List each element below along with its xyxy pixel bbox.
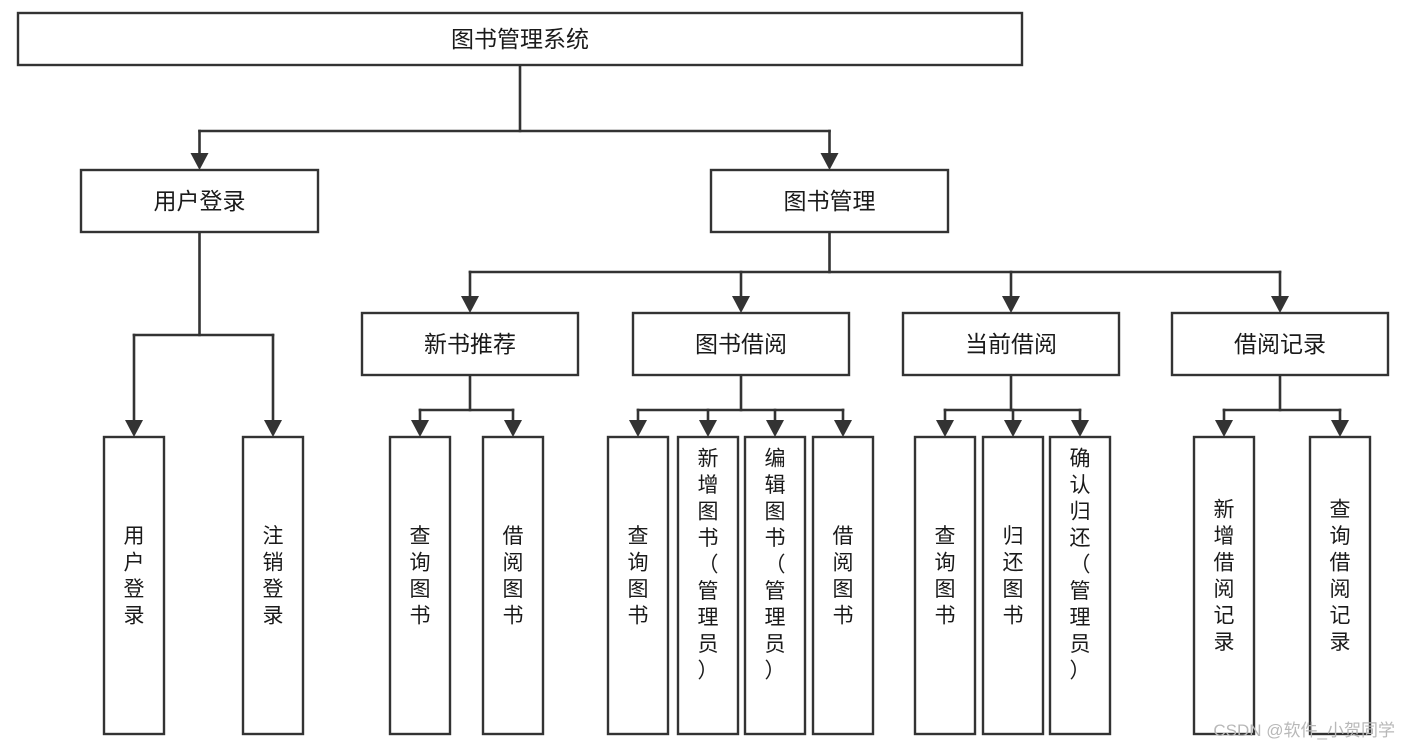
feature-node[interactable]: 归还图书 — [981, 435, 1045, 736]
submodule-node[interactable]: 当前借阅 — [901, 311, 1121, 377]
feature-label: 查询图书 — [410, 525, 431, 628]
feature-label: 借阅图书 — [833, 525, 854, 628]
feature-box[interactable] — [102, 435, 166, 736]
submodule-node[interactable]: 图书借阅 — [631, 311, 851, 377]
feature-node[interactable]: 查询图书 — [388, 435, 452, 736]
arrow-head-icon — [1271, 296, 1289, 313]
feature-box[interactable] — [811, 435, 875, 736]
submodule-label: 借阅记录 — [1234, 331, 1326, 357]
arrow-head-icon — [264, 420, 282, 437]
feature-node[interactable]: 新增图书（管理员） — [676, 435, 740, 736]
module-box[interactable] — [79, 168, 320, 234]
arrow-head-icon — [732, 296, 750, 313]
submodule-label: 图书借阅 — [695, 331, 787, 357]
feature-box[interactable] — [241, 435, 305, 736]
feature-label: 注销登录 — [263, 525, 284, 628]
module-box[interactable] — [709, 168, 950, 234]
feature-label: 借阅图书 — [503, 525, 524, 628]
arrow-head-icon — [1331, 420, 1349, 437]
feature-box[interactable] — [388, 435, 452, 736]
module-label: 用户登录 — [154, 188, 246, 214]
submodule-node[interactable]: 借阅记录 — [1170, 311, 1390, 377]
feature-node[interactable]: 注销登录 — [241, 435, 305, 736]
feature-node[interactable]: 查询图书 — [913, 435, 977, 736]
arrow-head-icon — [834, 420, 852, 437]
feature-label: 确认归还（管理员） — [1070, 448, 1091, 683]
submodule-box[interactable] — [1170, 311, 1390, 377]
feature-label: 查询借阅记录 — [1330, 499, 1351, 655]
module-node[interactable]: 用户登录 — [79, 168, 320, 234]
arrow-head-icon — [125, 420, 143, 437]
arrow-head-icon — [504, 420, 522, 437]
root-box[interactable] — [16, 11, 1024, 67]
submodule-box[interactable] — [631, 311, 851, 377]
arrow-head-icon — [936, 420, 954, 437]
feature-box[interactable] — [676, 435, 740, 736]
feature-box[interactable] — [606, 435, 670, 736]
arrow-head-icon — [461, 296, 479, 313]
submodule-label: 当前借阅 — [965, 331, 1057, 357]
feature-box[interactable] — [1308, 435, 1372, 736]
feature-node[interactable]: 借阅图书 — [811, 435, 875, 736]
feature-box[interactable] — [981, 435, 1045, 736]
submodule-label: 新书推荐 — [424, 331, 516, 357]
submodule-box[interactable] — [901, 311, 1121, 377]
feature-box[interactable] — [743, 435, 807, 736]
nodes-layer: 图书管理系统用户登录图书管理新书推荐图书借阅当前借阅借阅记录用户登录注销登录查询… — [16, 11, 1390, 736]
feature-box[interactable] — [481, 435, 545, 736]
feature-label: 新增借阅记录 — [1214, 499, 1235, 655]
feature-label: 编辑图书（管理员） — [765, 448, 786, 683]
feature-label: 查询图书 — [935, 525, 956, 628]
arrow-head-icon — [699, 420, 717, 437]
arrow-head-icon — [1071, 420, 1089, 437]
feature-label: 用户登录 — [124, 525, 145, 628]
arrow-head-icon — [411, 420, 429, 437]
feature-node[interactable]: 确认归还（管理员） — [1048, 435, 1112, 736]
module-node[interactable]: 图书管理 — [709, 168, 950, 234]
feature-box[interactable] — [913, 435, 977, 736]
submodule-box[interactable] — [360, 311, 580, 377]
root-node[interactable]: 图书管理系统 — [16, 11, 1024, 67]
module-label: 图书管理 — [784, 188, 876, 214]
arrow-head-icon — [1002, 296, 1020, 313]
feature-node[interactable]: 新增借阅记录 — [1192, 435, 1256, 736]
feature-node[interactable]: 用户登录 — [102, 435, 166, 736]
arrow-head-icon — [629, 420, 647, 437]
edges-layer — [125, 63, 1349, 437]
arrow-head-icon — [190, 153, 209, 170]
feature-label: 归还图书 — [1003, 525, 1024, 628]
feature-box[interactable] — [1048, 435, 1112, 736]
submodule-node[interactable]: 新书推荐 — [360, 311, 580, 377]
arrow-head-icon — [766, 420, 784, 437]
root-label: 图书管理系统 — [451, 26, 589, 52]
feature-node[interactable]: 编辑图书（管理员） — [743, 435, 807, 736]
feature-node[interactable]: 查询借阅记录 — [1308, 435, 1372, 736]
feature-box[interactable] — [1192, 435, 1256, 736]
arrow-head-icon — [1004, 420, 1022, 437]
feature-label: 新增图书（管理员） — [698, 448, 719, 683]
feature-label: 查询图书 — [628, 525, 649, 628]
feature-node[interactable]: 借阅图书 — [481, 435, 545, 736]
arrow-head-icon — [1215, 420, 1233, 437]
arrow-head-icon — [820, 153, 839, 170]
feature-node[interactable]: 查询图书 — [606, 435, 670, 736]
